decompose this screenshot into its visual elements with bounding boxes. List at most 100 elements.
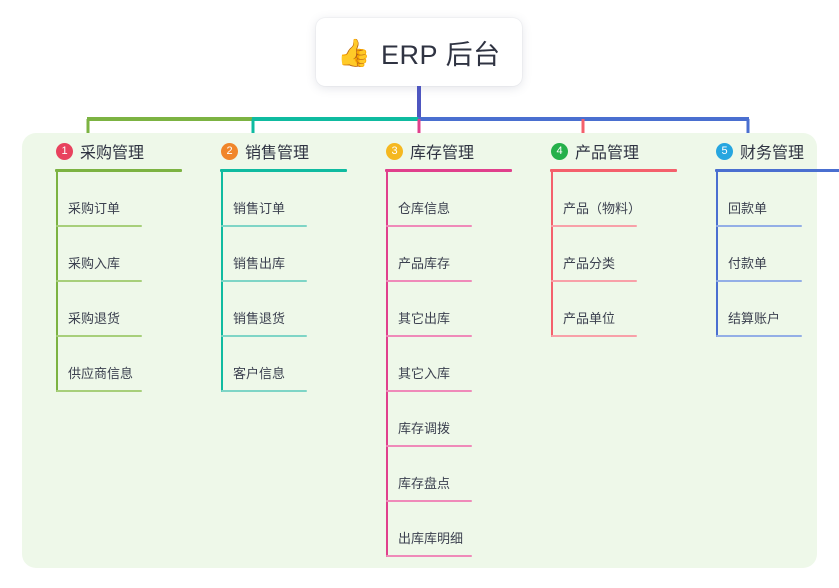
branch-item-label: 出库库明细 (398, 531, 464, 546)
branch-item-underline (716, 280, 802, 282)
branch-item-label: 其它出库 (398, 311, 451, 326)
branch-item-underline (386, 555, 472, 557)
branch-header-underline (220, 169, 347, 172)
branch-item-label: 库存调拨 (398, 421, 451, 436)
branch-item-underline (551, 280, 637, 282)
branch-item[interactable]: 回款单 (716, 172, 839, 227)
branch-item[interactable]: 付款单 (716, 227, 839, 282)
branch-item-underline (386, 335, 472, 337)
branch-item[interactable]: 采购退货 (56, 282, 200, 337)
branch-item-underline (551, 225, 637, 227)
branch-item[interactable]: 产品（物料） (551, 172, 695, 227)
branch-item[interactable]: 产品库存 (386, 227, 530, 282)
branch-item-underline (221, 280, 307, 282)
branch-header-5[interactable]: 5 财务管理 (700, 133, 839, 169)
branch-item-underline (56, 225, 142, 227)
branch-badge-1: 1 (56, 142, 73, 160)
root-node-card[interactable]: 👍 ERP 后台 (316, 18, 522, 86)
branch-item-label: 销售出库 (233, 256, 286, 271)
branch-item[interactable]: 采购订单 (56, 172, 200, 227)
branch-item[interactable]: 其它出库 (386, 282, 530, 337)
branch-item-underline (716, 225, 802, 227)
branch-columns: 1 采购管理采购订单采购入库采购退货供应商信息 2 销售管理销售订单销售出库销售退货客… (22, 133, 839, 568)
branch-item-label: 回款单 (728, 201, 768, 216)
branch-item-underline (551, 335, 637, 337)
branch-item-underline (386, 445, 472, 447)
branch-column-1: 1 采购管理采购订单采购入库采购退货供应商信息 (40, 133, 200, 392)
branch-badge-5: 5 (716, 142, 733, 160)
branch-header-underline (550, 169, 677, 172)
branch-header-3[interactable]: 3 库存管理 (370, 133, 530, 169)
branch-item[interactable]: 结算账户 (716, 282, 839, 337)
branch-title: 财务管理 (740, 145, 805, 162)
branch-item-list: 仓库信息产品库存其它出库其它入库库存调拨库存盘点出库库明细 (386, 172, 530, 557)
page-title: ERP 后台 (381, 39, 501, 70)
branch-item-label: 产品（物料） (563, 201, 642, 216)
thumbs-up-icon: 👍 (337, 37, 372, 68)
branch-title: 采购管理 (80, 145, 145, 162)
branch-spine (386, 172, 388, 557)
branch-item-underline (386, 280, 472, 282)
branch-item-underline (386, 225, 472, 227)
branch-item[interactable]: 销售退货 (221, 282, 365, 337)
branch-item-label: 销售退货 (233, 311, 286, 326)
branch-item-underline (386, 500, 472, 502)
branch-header-underline (715, 169, 839, 172)
branch-item[interactable]: 出库库明细 (386, 502, 530, 557)
branch-title: 库存管理 (410, 145, 475, 162)
branch-item[interactable]: 库存盘点 (386, 447, 530, 502)
branch-title: 产品管理 (575, 145, 640, 162)
branch-item-label: 产品单位 (563, 311, 616, 326)
branch-item-label: 产品库存 (398, 256, 451, 271)
branch-item[interactable]: 供应商信息 (56, 337, 200, 392)
branch-item-label: 结算账户 (728, 311, 781, 326)
branch-spine (716, 172, 718, 337)
branch-spine (56, 172, 58, 392)
branch-item-label: 其它入库 (398, 366, 451, 381)
branch-item-underline (221, 335, 307, 337)
branch-item-list: 回款单付款单结算账户 (716, 172, 839, 337)
branch-title: 销售管理 (245, 145, 310, 162)
branch-header-2[interactable]: 2 销售管理 (205, 133, 365, 169)
branch-item-label: 付款单 (728, 256, 768, 271)
branch-item[interactable]: 销售订单 (221, 172, 365, 227)
branch-item-list: 采购订单采购入库采购退货供应商信息 (56, 172, 200, 392)
branch-item[interactable]: 客户信息 (221, 337, 365, 392)
branch-item[interactable]: 销售出库 (221, 227, 365, 282)
branch-item-underline (221, 225, 307, 227)
branch-item[interactable]: 采购入库 (56, 227, 200, 282)
branch-item-label: 仓库信息 (398, 201, 451, 216)
branch-item-label: 客户信息 (233, 366, 286, 381)
branch-item[interactable]: 其它入库 (386, 337, 530, 392)
branch-spine (221, 172, 223, 392)
branch-header-underline (55, 169, 182, 172)
branch-column-5: 5 财务管理回款单付款单结算账户 (700, 133, 839, 337)
branch-item-underline (56, 280, 142, 282)
branch-item-underline (56, 390, 142, 392)
branch-item-label: 产品分类 (563, 256, 616, 271)
branch-item-label: 采购退货 (68, 311, 121, 326)
branch-badge-2: 2 (221, 142, 238, 160)
branch-item-underline (221, 390, 307, 392)
branch-item-label: 销售订单 (233, 201, 286, 216)
branch-item[interactable]: 产品分类 (551, 227, 695, 282)
branch-column-2: 2 销售管理销售订单销售出库销售退货客户信息 (205, 133, 365, 392)
branch-item-label: 供应商信息 (68, 366, 134, 381)
branch-item-underline (56, 335, 142, 337)
branch-column-3: 3 库存管理仓库信息产品库存其它出库其它入库库存调拨库存盘点出库库明细 (370, 133, 530, 557)
branch-header-1[interactable]: 1 采购管理 (40, 133, 200, 169)
branch-item-label: 采购订单 (68, 201, 121, 216)
branch-badge-3: 3 (386, 142, 403, 160)
branch-item[interactable]: 库存调拨 (386, 392, 530, 447)
branch-item[interactable]: 产品单位 (551, 282, 695, 337)
branch-item-underline (716, 335, 802, 337)
branches-panel (22, 133, 817, 568)
branch-header-underline (385, 169, 512, 172)
branch-item-list: 销售订单销售出库销售退货客户信息 (221, 172, 365, 392)
branch-item-underline (386, 390, 472, 392)
branch-spine (551, 172, 553, 337)
branch-item[interactable]: 仓库信息 (386, 172, 530, 227)
